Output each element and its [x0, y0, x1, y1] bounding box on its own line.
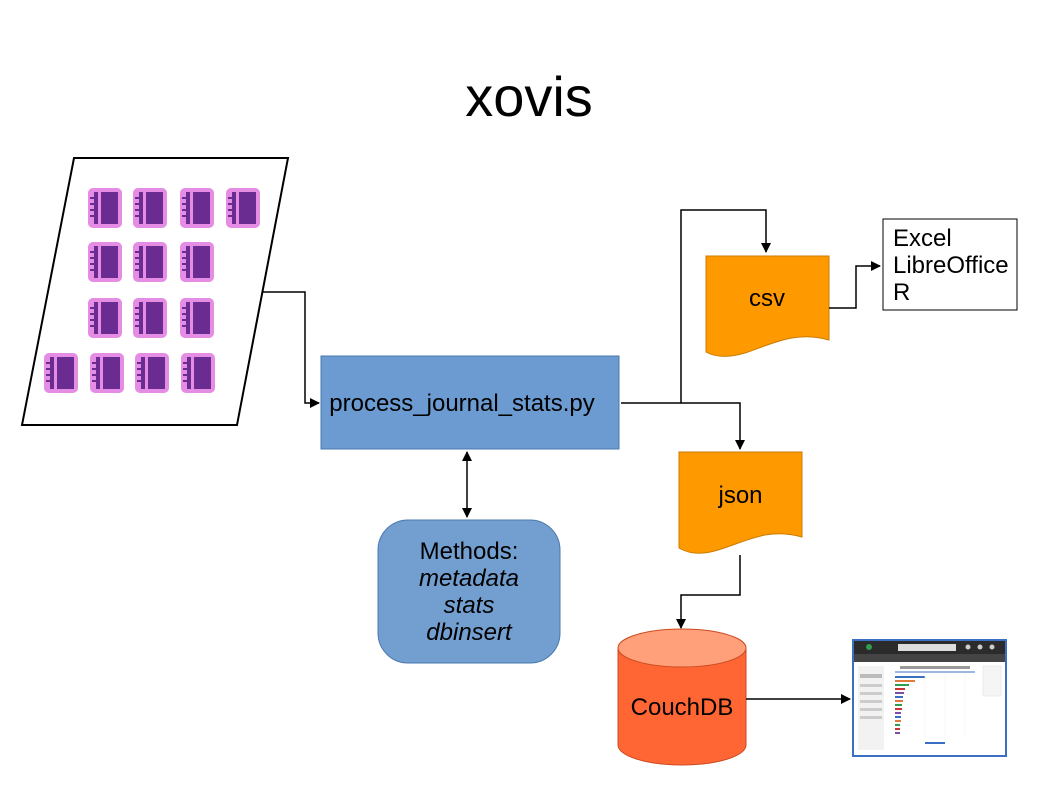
methods-heading: Methods:	[419, 538, 519, 565]
method-item-dbinsert: dbinsert	[426, 619, 512, 646]
methods-box	[377, 519, 561, 664]
diagram-title: xovis	[465, 65, 593, 128]
apps-box	[882, 218, 1018, 311]
arrow-process-to-json	[681, 402, 745, 450]
method-item-stats: stats	[443, 592, 495, 619]
app-excel: Excel	[893, 225, 952, 252]
json-label: json	[718, 482, 763, 509]
method-item-metadata: metadata	[418, 565, 520, 592]
process-label: process_journal_stats.py	[329, 390, 595, 417]
csv-document	[705, 255, 830, 357]
app-libreoffice: LibreOffice	[893, 252, 1009, 279]
couchdb-cylinder	[617, 628, 747, 766]
process-box	[320, 355, 620, 450]
couchdb-label: CouchDB	[630, 694, 734, 721]
journal-collection	[20, 157, 290, 426]
arrow-json-to-couchdb	[676, 555, 741, 629]
arrow-process-to-csv	[621, 209, 771, 404]
methods-label: Methods: metadata stats dbinsert	[378, 538, 560, 646]
csv-label: csv	[749, 285, 785, 312]
apps-list: Excel LibreOffice R	[893, 225, 1009, 306]
dashboard-screenshot-icon	[852, 639, 1007, 757]
app-r: R	[893, 279, 911, 306]
json-document	[678, 451, 803, 554]
arrow-input-to-process	[263, 291, 320, 408]
arrow-csv-to-apps	[829, 261, 881, 309]
